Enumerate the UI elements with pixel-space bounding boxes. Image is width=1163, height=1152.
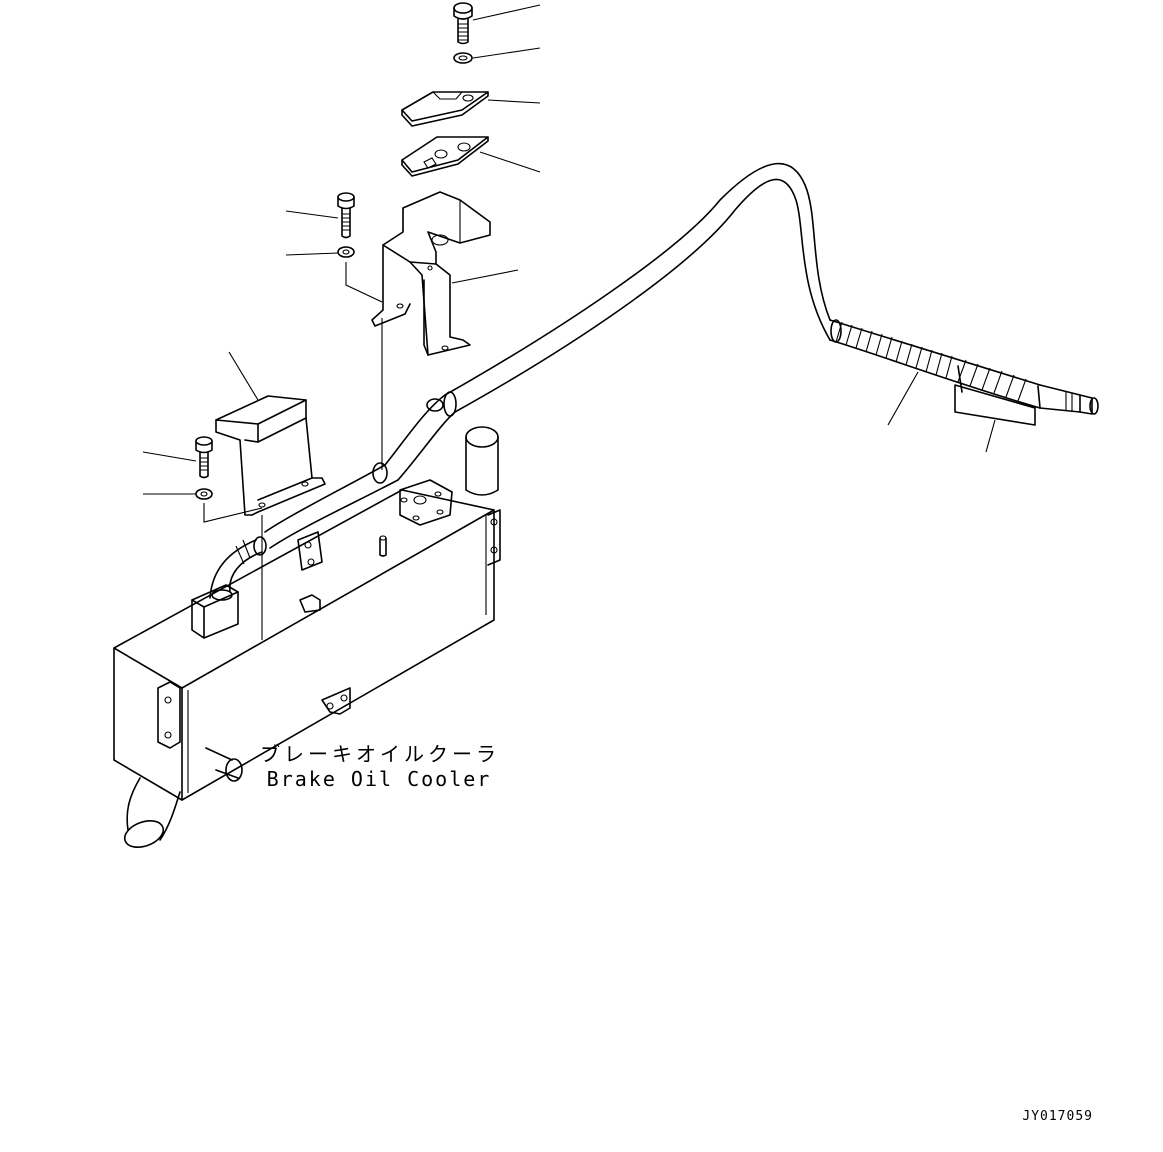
leader-lines-top — [451, 4, 541, 284]
bracket-bolt-icon — [337, 192, 355, 239]
hose-icon — [264, 162, 1099, 549]
hose-tag-icon — [954, 384, 1036, 426]
left-bracket-icon — [215, 395, 326, 516]
top-washer-icon — [453, 52, 473, 64]
component-label-japanese: ブレーキオイルクーラ — [260, 742, 500, 766]
top-bolt-icon — [453, 2, 473, 45]
bracket-washer-icon — [337, 246, 355, 258]
leader-lines-bracket — [285, 210, 383, 470]
left-washer-icon — [195, 488, 213, 500]
main-bracket-icon — [371, 191, 491, 356]
leader-lines-hose — [887, 371, 996, 453]
left-bolt-icon — [195, 436, 213, 479]
leader-lines-left — [142, 351, 263, 640]
component-label-english: Brake Oil Cooler — [267, 767, 492, 791]
drawing-number: JY017059 — [1022, 1109, 1093, 1124]
oil-cooler-icon — [113, 426, 501, 848]
upper-plate-icon — [401, 91, 489, 127]
lower-plate-icon — [401, 136, 489, 177]
